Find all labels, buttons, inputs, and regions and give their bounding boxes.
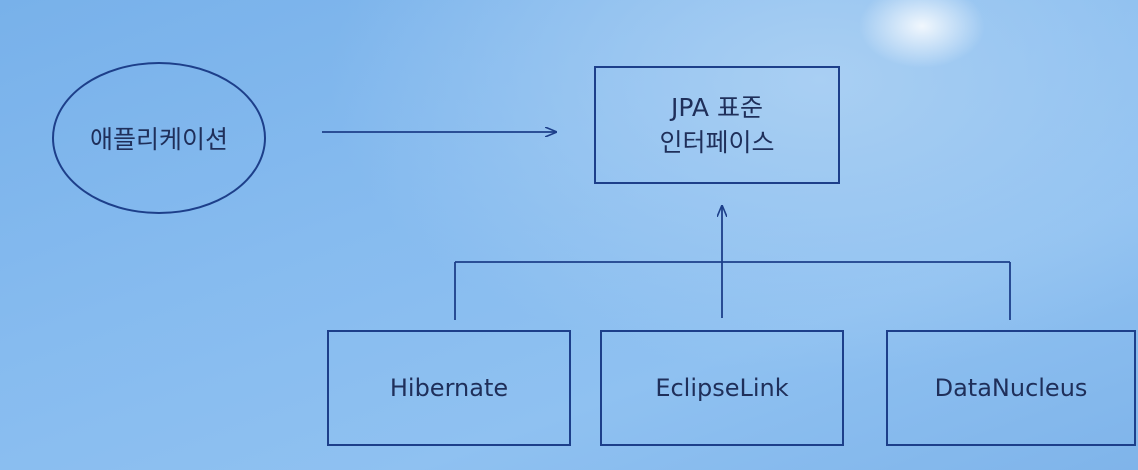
hibernate-label: Hibernate — [389, 374, 509, 402]
jpa-interface-node: JPA 표준 인터페이스 — [594, 66, 840, 184]
eclipselink-node: EclipseLink — [600, 330, 844, 446]
datanucleus-label: DataNucleus — [934, 374, 1088, 402]
jpa-interface-label-line1: JPA 표준 — [671, 93, 763, 122]
jpa-interface-label-line2: 인터페이스 — [659, 128, 775, 157]
application-node: 애플리케이션 — [52, 62, 266, 214]
application-label: 애플리케이션 — [89, 125, 228, 154]
datanucleus-node: DataNucleus — [886, 330, 1136, 446]
eclipselink-label: EclipseLink — [655, 374, 789, 402]
hibernate-node: Hibernate — [327, 330, 571, 446]
